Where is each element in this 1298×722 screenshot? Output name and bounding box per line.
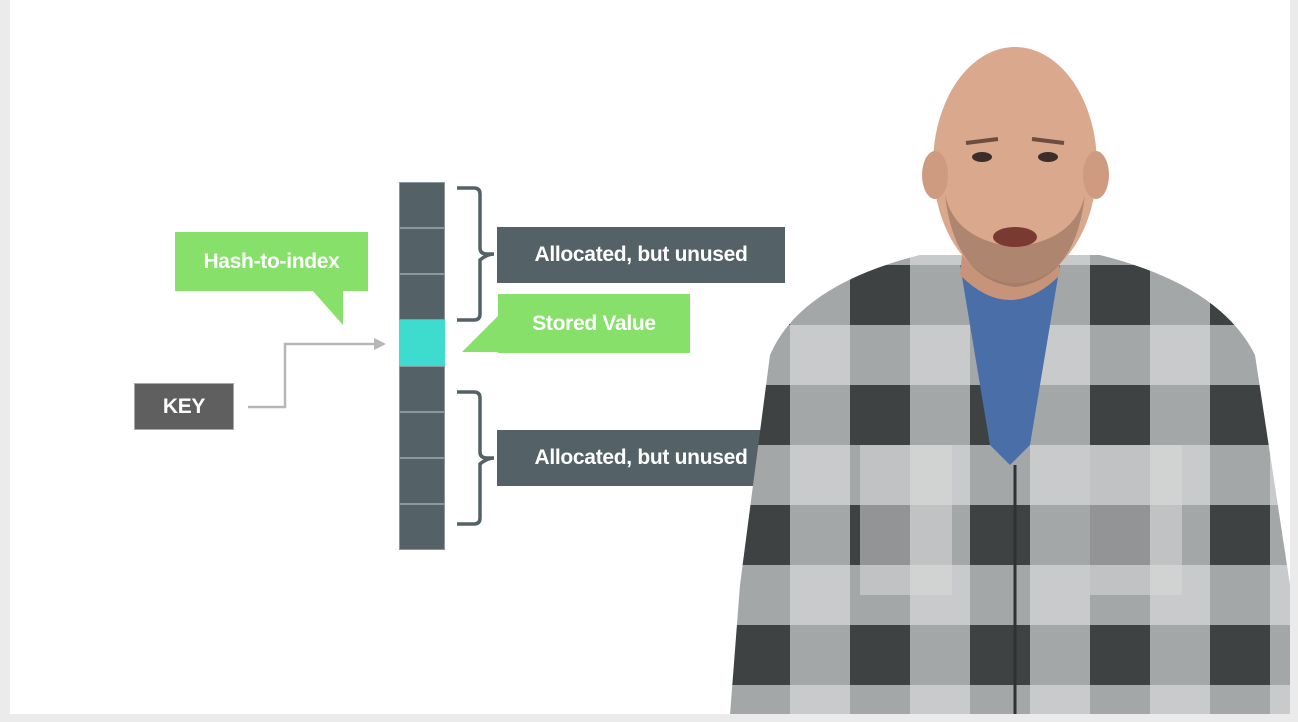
table-cell-unused	[399, 458, 445, 504]
key-box: KEY	[134, 383, 234, 430]
stored-callout-text: Stored Value	[532, 311, 656, 335]
table-cell-unused	[399, 274, 445, 320]
eye-left	[972, 152, 992, 162]
table-cell-unused	[399, 228, 445, 274]
ear-right	[1083, 151, 1109, 199]
beard	[945, 195, 1085, 287]
hash-callout: Hash-to-index	[175, 232, 368, 291]
table-cell-unused	[399, 182, 445, 228]
brace-top	[457, 186, 495, 322]
brows	[965, 137, 1065, 145]
brace-bottom	[457, 390, 495, 526]
diagram-connectors	[248, 186, 498, 526]
hash-callout-tail	[312, 290, 343, 325]
eye-right	[1038, 152, 1058, 162]
key-arrow-head	[374, 338, 386, 350]
ear-left	[922, 151, 948, 199]
unused-top-text: Allocated, but unused	[534, 243, 748, 266]
table-cell-unused	[399, 412, 445, 458]
table-cell-unused	[399, 366, 445, 412]
tshirt-collar	[960, 265, 1060, 465]
head	[933, 47, 1097, 283]
table-cell-stored	[399, 320, 445, 366]
stored-callout-tail	[462, 316, 498, 352]
mouth	[993, 227, 1037, 247]
video-frame: KEY Hash-to-index Allocated, but unused …	[10, 0, 1290, 714]
pocket-right	[1090, 445, 1182, 595]
unused-bottom-label: Allocated, but unused	[497, 430, 785, 486]
stored-callout: Stored Value	[498, 294, 690, 353]
unused-top-label: Allocated, but unused	[497, 227, 785, 283]
shirt	[730, 255, 1290, 714]
hash-callout-text: Hash-to-index	[203, 249, 340, 273]
table-cell-unused	[399, 504, 445, 550]
key-arrow-line	[248, 342, 378, 409]
pocket-left	[860, 445, 952, 595]
key-label: KEY	[162, 394, 206, 418]
presenter-image	[730, 47, 1290, 714]
unused-bottom-text: Allocated, but unused	[534, 446, 748, 469]
